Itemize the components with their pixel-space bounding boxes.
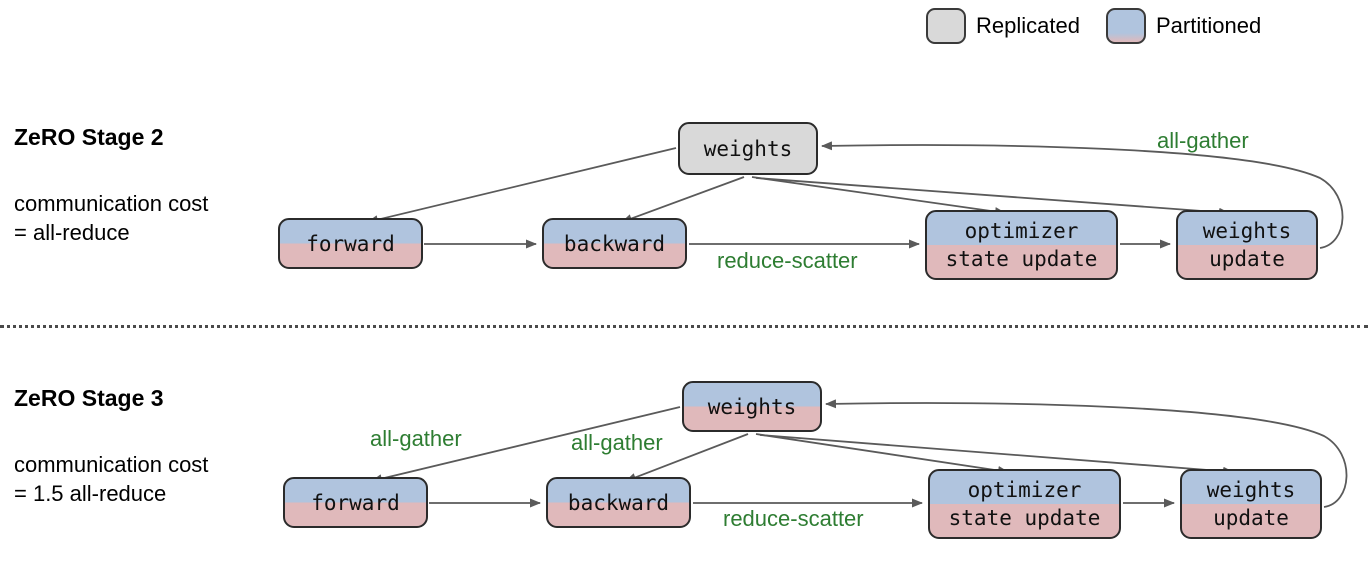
legend-label-replicated: Replicated	[976, 13, 1080, 38]
node-label-line1: optimizer	[964, 219, 1079, 243]
node-label-line2: update	[1209, 247, 1285, 271]
stage3-node-optimizer-state-update[interactable]: optimizer state update	[928, 469, 1121, 539]
node-label-line1: optimizer	[967, 478, 1082, 502]
stage2-cost: communication cost = all-reduce	[14, 191, 209, 245]
stage3-node-weights-update[interactable]: weights update	[1180, 469, 1322, 539]
node-label-line2: state update	[945, 247, 1098, 271]
stage2-edge-label-all-gather: all-gather	[1157, 128, 1249, 153]
node-label: weights	[707, 394, 797, 419]
stage2-node-backward[interactable]: backward	[542, 218, 687, 269]
stage3-edge-label-reduce-scatter: reduce-scatter	[723, 506, 864, 531]
stage3-edge-label-all-gather-backward: all-gather	[571, 430, 663, 455]
stage2-title: ZeRO Stage 2	[14, 124, 164, 150]
node-label-line1: weights	[1206, 478, 1296, 502]
node-label: forward	[311, 490, 400, 515]
node-label-line2: update	[1213, 506, 1289, 530]
stage3-cost: communication cost = 1.5 all-reduce	[14, 452, 209, 506]
stage3-title: ZeRO Stage 3	[14, 385, 164, 411]
node-label: weights	[703, 136, 793, 161]
stage3-node-backward[interactable]: backward	[546, 477, 691, 528]
legend-swatch-replicated	[926, 8, 966, 44]
node-label: backward	[567, 490, 670, 515]
legend-item-replicated: Replicated	[926, 8, 1080, 44]
stage3-node-weights[interactable]: weights	[682, 381, 822, 432]
stage2-node-weights[interactable]: weights	[678, 122, 818, 175]
section-divider	[0, 325, 1368, 328]
node-label: backward	[563, 231, 666, 256]
stage2-edge-label-reduce-scatter: reduce-scatter	[717, 248, 858, 273]
legend-swatch-partitioned	[1106, 8, 1146, 44]
stage3-node-forward[interactable]: forward	[283, 477, 428, 528]
stage2-node-forward[interactable]: forward	[278, 218, 423, 269]
node-label: forward	[306, 231, 395, 256]
node-label-line1: weights	[1202, 219, 1292, 243]
legend-item-partitioned: Partitioned	[1106, 8, 1261, 44]
stage3-edge-label-all-gather-forward: all-gather	[370, 426, 462, 451]
legend-label-partitioned: Partitioned	[1156, 13, 1262, 38]
stage2-node-weights-update[interactable]: weights update	[1176, 210, 1318, 280]
stage2-node-optimizer-state-update[interactable]: optimizer state update	[925, 210, 1118, 280]
node-label-line2: state update	[948, 506, 1101, 530]
